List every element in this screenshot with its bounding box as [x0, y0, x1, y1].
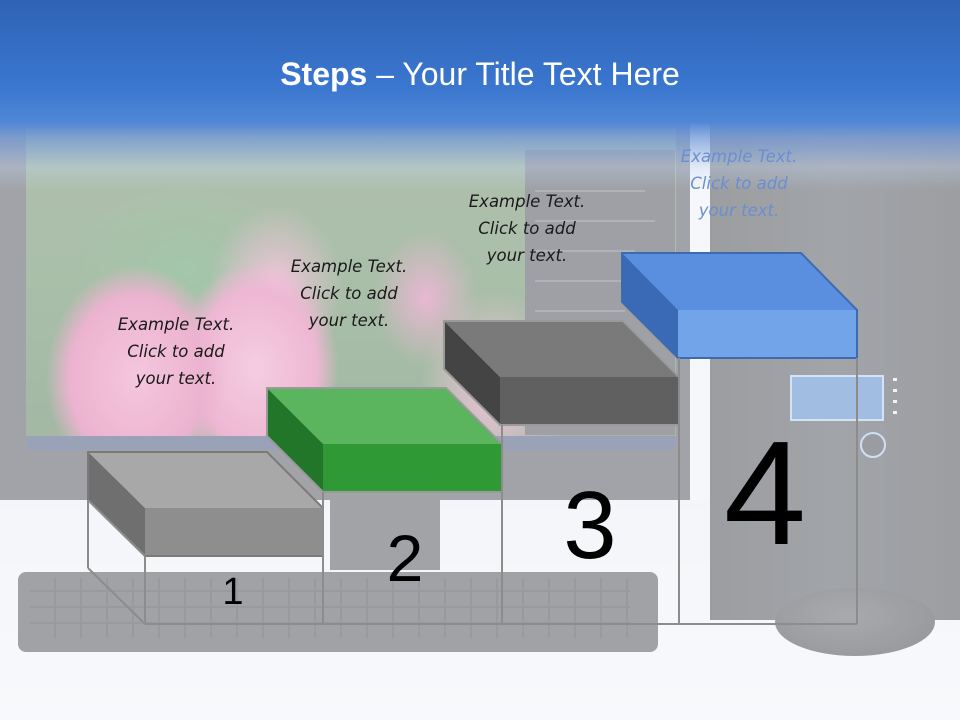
caption-line: your text.	[135, 369, 217, 388]
step-2-front	[323, 444, 502, 492]
title-text: – Your Title Text Here	[367, 56, 680, 92]
caption-line: Example Text.	[117, 315, 235, 334]
step-2-number: 2	[386, 521, 424, 595]
title-bold: Steps	[280, 56, 368, 92]
title-bar	[0, 0, 960, 190]
column-1-bottom-slant	[87, 567, 146, 625]
step-4-top	[622, 253, 857, 310]
step-3-caption[interactable]: Example Text. Click to add your text.	[437, 188, 617, 269]
step-4-number: 4	[723, 411, 807, 576]
slide-title[interactable]: Steps – Your Title Text Here	[0, 54, 960, 94]
step-4-caption[interactable]: Example Text. Click to add your text.	[649, 143, 829, 224]
step-1-number: 1	[222, 571, 244, 613]
caption-line: Click to add	[478, 219, 576, 238]
caption-line: your text.	[698, 201, 780, 220]
step-4-front	[678, 310, 857, 358]
step-2-side	[267, 388, 323, 492]
caption-line: your text.	[486, 246, 568, 265]
step-4-side	[622, 253, 678, 358]
background-overlay	[0, 110, 960, 720]
step-1-caption[interactable]: Example Text. Click to add your text.	[86, 311, 266, 392]
caption-line: Click to add	[300, 284, 398, 303]
caption-line: your text.	[308, 311, 390, 330]
caption-line: Example Text.	[680, 147, 798, 166]
step-1-side	[88, 452, 145, 556]
step-columns	[87, 358, 858, 625]
caption-line: Click to add	[127, 342, 225, 361]
caption-line: Click to add	[690, 174, 788, 193]
step-2-top	[267, 388, 502, 444]
step-3-top	[444, 321, 679, 377]
step-3-front	[500, 377, 679, 425]
caption-line: Example Text.	[468, 192, 586, 211]
step-1-top	[88, 452, 323, 508]
step-1-block[interactable]	[87, 451, 324, 557]
step-4-block[interactable]	[621, 252, 858, 359]
step-3-number: 3	[563, 472, 617, 579]
column-base-slant	[87, 499, 146, 557]
step-1-front	[145, 508, 323, 556]
step-3-block[interactable]	[443, 320, 680, 426]
step-2-caption[interactable]: Example Text. Click to add your text.	[259, 253, 439, 334]
step-2-block[interactable]	[266, 387, 503, 493]
step-3-side	[444, 321, 500, 425]
caption-line: Example Text.	[290, 257, 408, 276]
